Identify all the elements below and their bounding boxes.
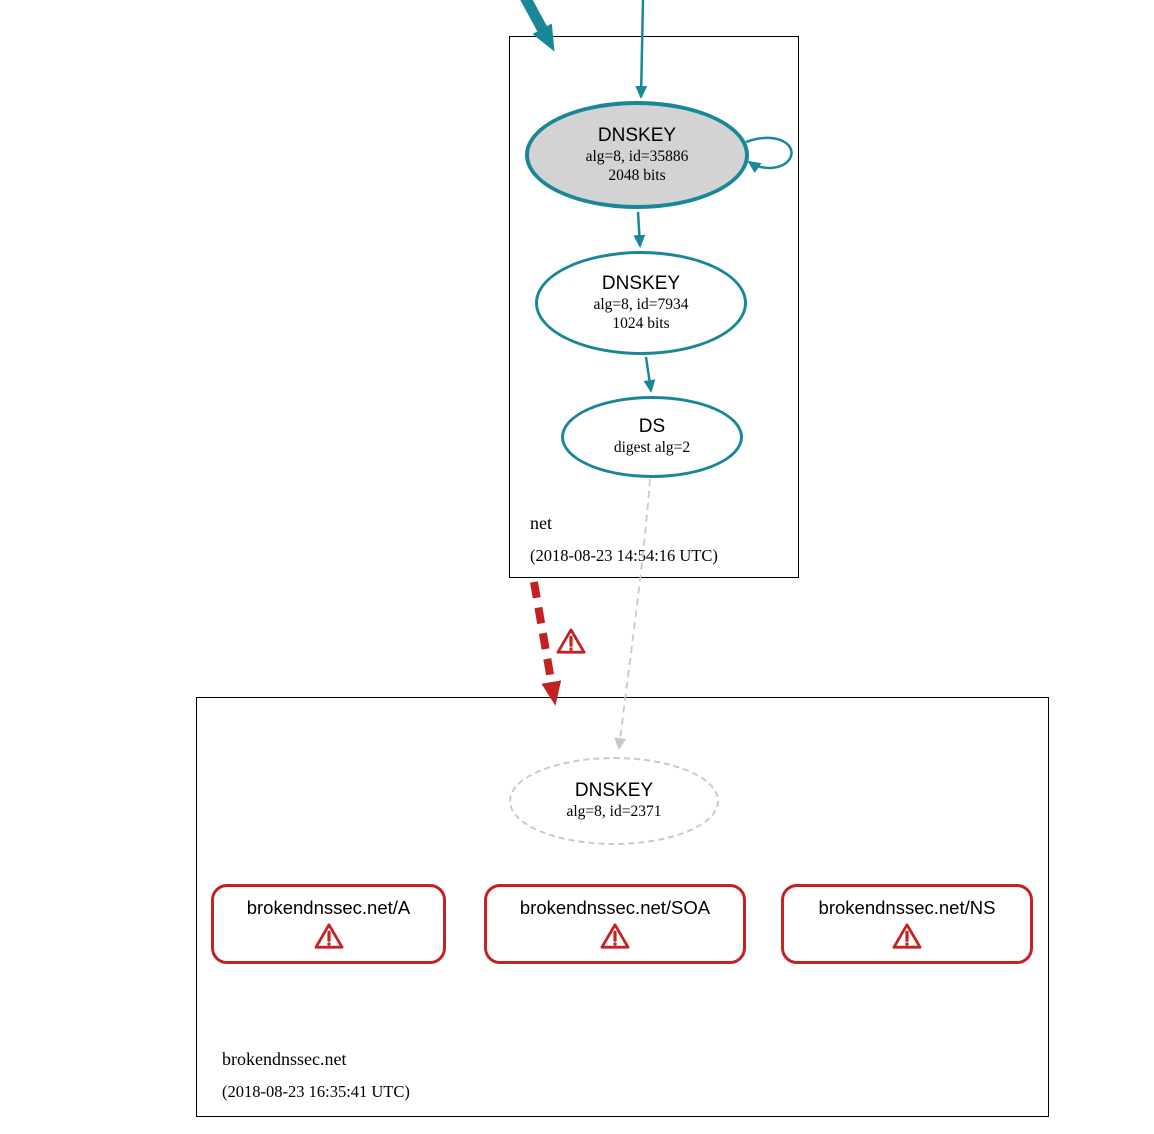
dnskey-node-ksk-35886[interactable]: DNSKEY alg=8, id=35886 2048 bits (525, 101, 749, 209)
warning-icon (600, 923, 630, 949)
edge-bogus-delegation (530, 581, 562, 706)
node-detail: digest alg=2 (613, 439, 691, 457)
warning-icon (556, 628, 586, 654)
rrset-node-a[interactable]: brokendnssec.net/A (211, 884, 446, 964)
rrset-node-ns[interactable]: brokendnssec.net/NS (781, 884, 1033, 964)
node-title: DNSKEY (597, 124, 677, 146)
dnskey-node-broken-2371[interactable]: DNSKEY alg=8, id=2371 (509, 757, 719, 845)
dnskey-node-zsk-7934[interactable]: DNSKEY alg=8, id=7934 1024 bits (535, 251, 747, 355)
node-detail: alg=8, id=7934 (593, 295, 689, 313)
zone-timestamp-brokendnssec: (2018-08-23 16:35:41 UTC) (222, 1082, 410, 1101)
rrset-label: brokendnssec.net/NS (818, 897, 996, 918)
node-title: DNSKEY (574, 780, 654, 802)
ds-node[interactable]: DS digest alg=2 (561, 396, 743, 478)
node-title: DS (638, 416, 666, 438)
node-detail: alg=8, id=35886 (585, 147, 689, 165)
zone-box-net (509, 36, 799, 578)
warning-icon (314, 923, 343, 949)
zone-timestamp-net: (2018-08-23 14:54:16 UTC) (530, 546, 718, 565)
zone-label-net: net (530, 513, 552, 533)
edge-incoming-thick (520, 0, 555, 52)
rrset-label: brokendnssec.net/A (246, 897, 411, 918)
node-detail: 1024 bits (612, 314, 670, 332)
rrset-label: brokendnssec.net/SOA (519, 897, 711, 918)
zone-label-brokendnssec: brokendnssec.net (222, 1049, 347, 1069)
node-detail: 2048 bits (608, 166, 666, 184)
node-detail: alg=8, id=2371 (566, 803, 662, 821)
rrset-node-soa[interactable]: brokendnssec.net/SOA (484, 884, 746, 964)
node-title: DNSKEY (601, 272, 681, 294)
warning-icon (892, 923, 922, 949)
